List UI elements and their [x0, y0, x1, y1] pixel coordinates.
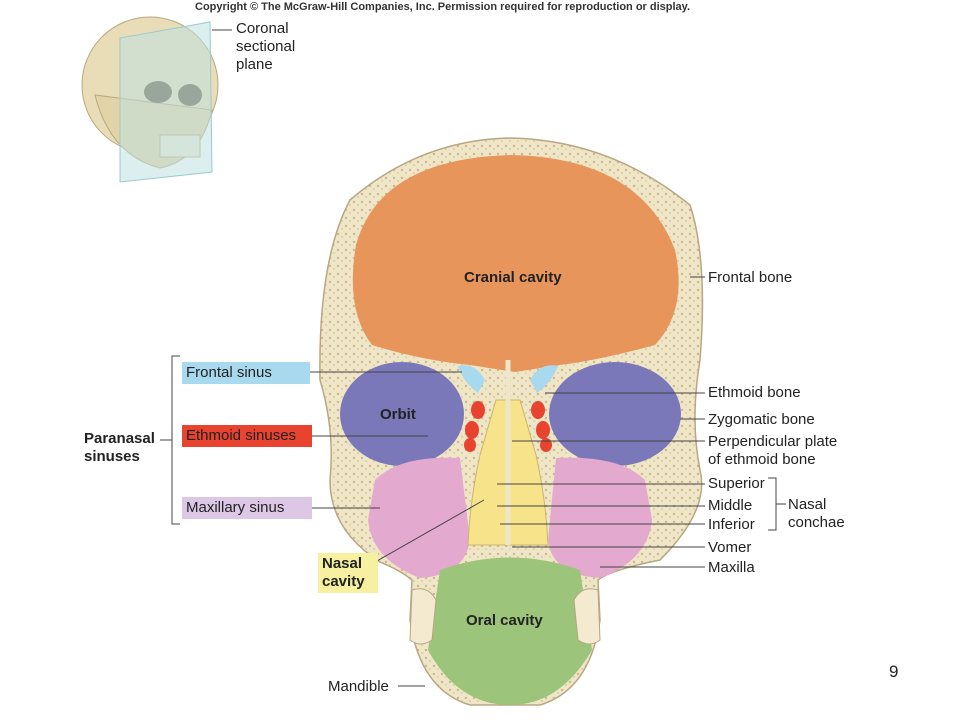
maxillary-sinus-left: [368, 457, 470, 578]
frontal-sinus-label: Frontal sinus: [182, 362, 310, 384]
vomer-label: Vomer: [708, 539, 752, 556]
mandible-label: Mandible: [328, 678, 389, 695]
ethmoid-sinuses-label: Ethmoid sinuses: [182, 425, 312, 447]
page-number: 9: [889, 662, 899, 681]
tooth-right: [573, 588, 601, 645]
frontal-sinus-right: [530, 365, 558, 393]
orbit-label: Orbit: [380, 406, 416, 423]
cranial-cavity: [352, 155, 679, 372]
leader-lines: [160, 276, 786, 687]
oral-cavity-label: Oral cavity: [466, 612, 543, 629]
coronal-plane: [119, 21, 213, 183]
middle-concha-label: Middle: [708, 497, 753, 514]
inferior-concha-label: Inferior: [708, 516, 755, 533]
frontal-bone-label: Frontal bone: [708, 269, 793, 286]
copyright-notice: Copyright © The McGraw-Hill Companies, I…: [195, 1, 691, 13]
frontal-sinus-left: [458, 365, 485, 393]
maxillary-sinus-right: [548, 457, 652, 578]
zygomatic-bone-label: Zygomatic bone: [708, 411, 815, 428]
tooth-left: [409, 588, 437, 645]
right-orbit: [549, 362, 681, 466]
left-orbit: [340, 362, 464, 466]
maxilla-label: Maxilla: [708, 559, 755, 576]
maxillary-sinus-label: Maxillary sinus: [182, 497, 312, 519]
ethmoid-bone-label: Ethmoid bone: [708, 384, 801, 401]
oral-cavity: [428, 557, 592, 705]
inset-skull: [81, 16, 232, 183]
superior-concha-label: Superior: [708, 475, 765, 492]
cranial-cavity-label: Cranial cavity: [464, 269, 562, 286]
